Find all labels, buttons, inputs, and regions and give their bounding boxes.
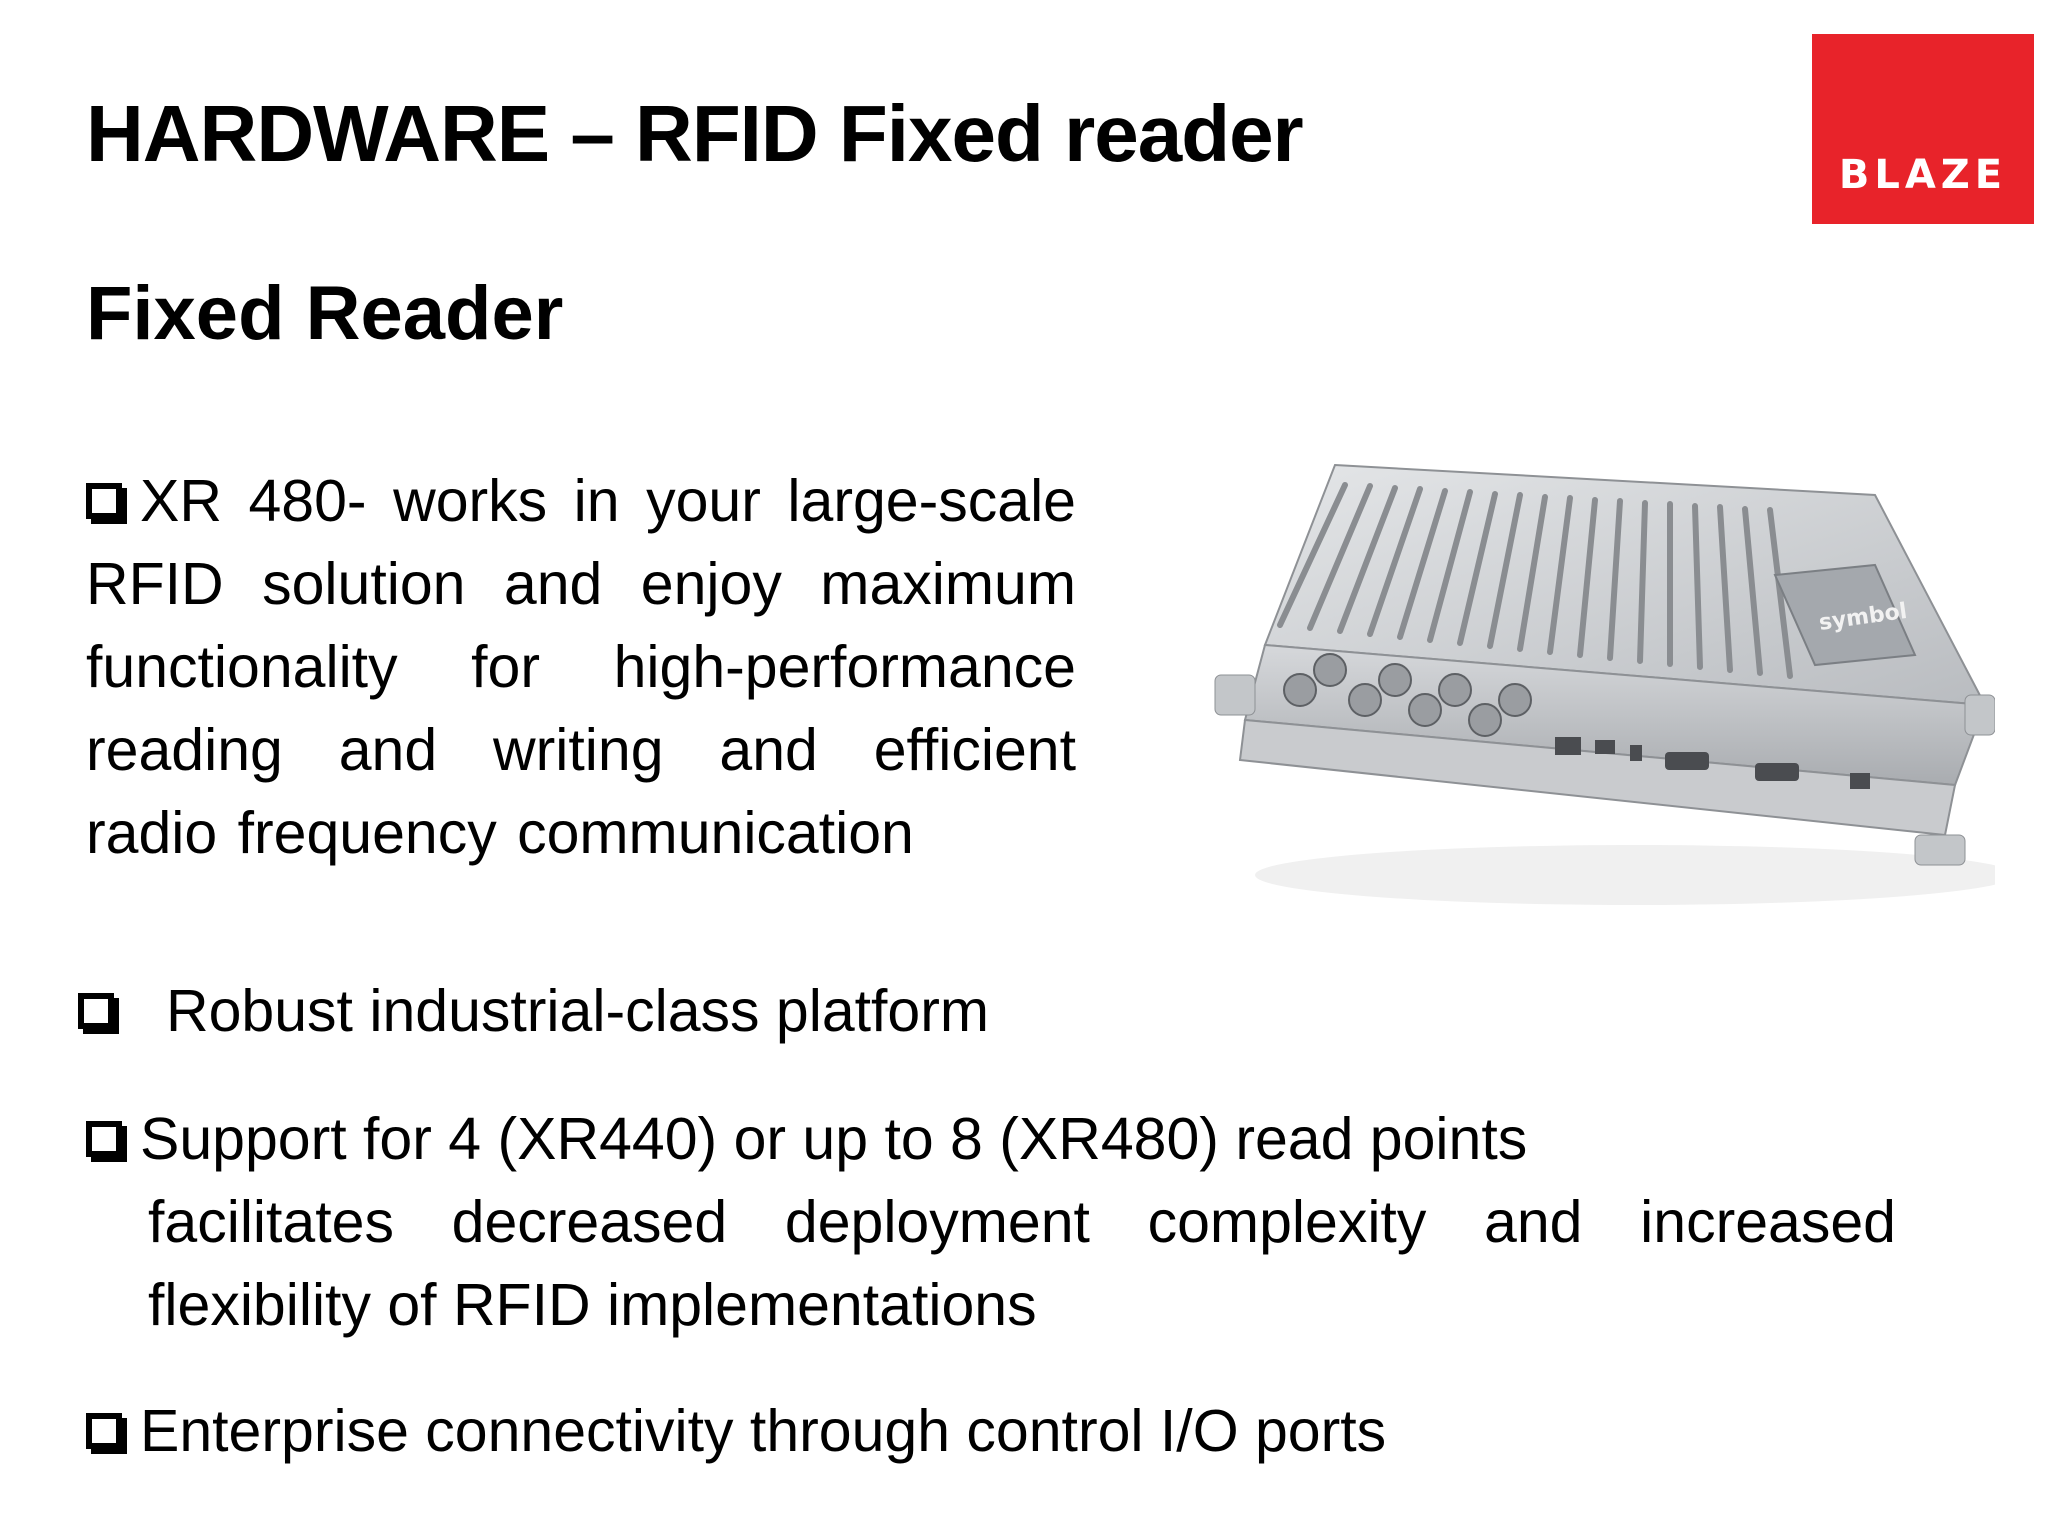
bullet-support: Support for 4 (XR440) or up to 8 (XR480)… <box>86 1098 1896 1347</box>
bullet-text: Enterprise connectivity through control … <box>140 1398 1387 1464</box>
rfid-reader-image: symbol <box>1214 463 1995 905</box>
blaze-logo: BLAZE <box>1812 34 2034 224</box>
slide-title: HARDWARE – RFID Fixed reader <box>86 89 1304 178</box>
checkbox-bullet-icon <box>86 483 122 519</box>
bullet-enterprise: Enterprise connectivity through control … <box>86 1390 1386 1473</box>
checkbox-bullet-icon <box>86 1413 122 1449</box>
intro-paragraph: XR 480- works in your large-scale RFID s… <box>86 460 1076 875</box>
slide-subtitle: Fixed Reader <box>86 271 564 356</box>
checkbox-bullet-icon <box>86 1121 122 1157</box>
bullet-robust: Robust industrial-class platform <box>78 970 990 1053</box>
bullet-text: Support for 4 (XR440) or up to 8 (XR480)… <box>140 1106 1528 1172</box>
intro-text: XR 480- works in your large-scale RFID s… <box>86 468 1076 866</box>
checkbox-bullet-icon <box>78 993 114 1029</box>
bullet-continuation: facilitates decreased deployment complex… <box>148 1189 1896 1338</box>
logo-text: BLAZE <box>1838 152 2008 198</box>
bullet-text: Robust industrial-class platform <box>166 978 990 1044</box>
